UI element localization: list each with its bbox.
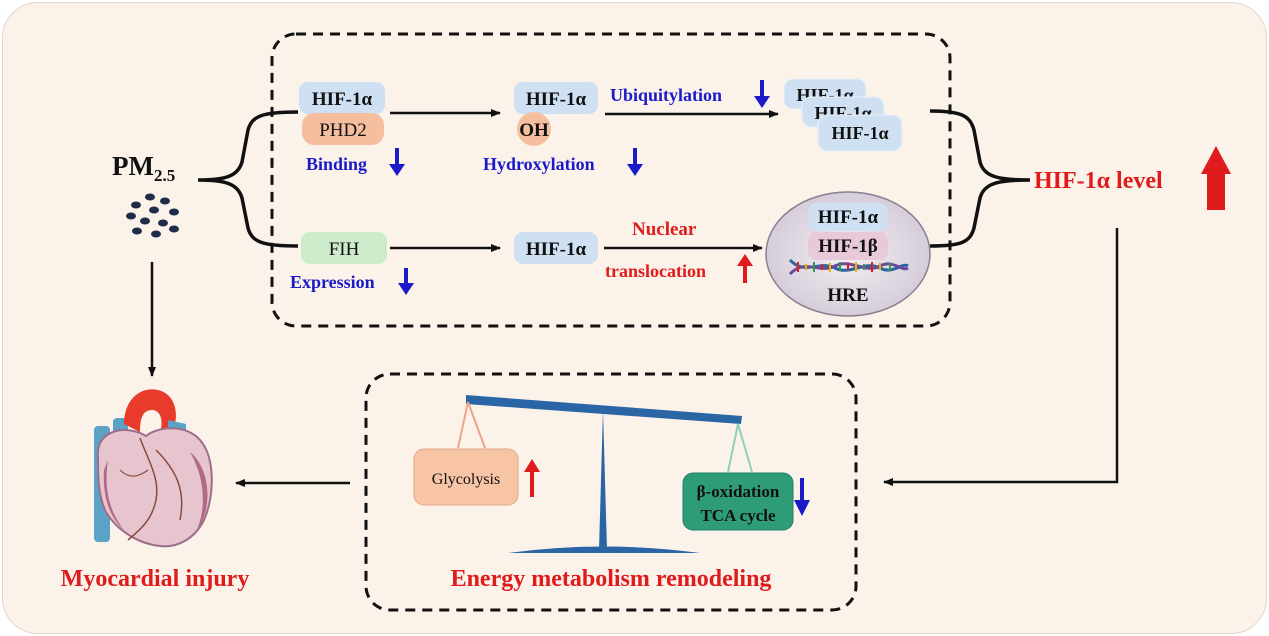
glycolysis-label: Glycolysis [432, 471, 500, 488]
pm25-label: PM2.5 [112, 151, 175, 185]
binding-label: Binding [306, 154, 367, 174]
left-brace [197, 110, 299, 248]
hydroxylation-down-arrow-icon [627, 148, 643, 176]
hif1b-pill-nucleus [808, 232, 888, 260]
heart-icon [94, 389, 213, 548]
oh-label: OH [519, 120, 549, 141]
fih-label: FIH [329, 239, 360, 260]
expression-down-arrow-icon [398, 268, 414, 295]
expression-label: Expression [290, 272, 375, 292]
hif-label-hydroxylated: HIF-1α [526, 89, 587, 110]
nuclear-label: Nuclear [632, 219, 697, 240]
hydroxylation-label: Hydroxylation [483, 154, 595, 174]
top-dashed-box [270, 32, 952, 328]
tca-cycle-label: TCA cycle [700, 506, 776, 525]
balance-scale-icon [457, 395, 753, 553]
glycolysis-box [413, 448, 519, 506]
hif1a-pill-nucleus [808, 203, 888, 231]
hif-pill-row1 [299, 82, 385, 114]
dna-helix-icon [788, 258, 909, 276]
ubiquitylation-down-arrow-icon [754, 80, 770, 108]
right-brace [929, 109, 1031, 248]
oh-circle [517, 112, 551, 146]
ubiquitylation-label: Ubiquitylation [610, 85, 722, 105]
hif-stack: HIF-1α HIF-1α HIF-1α [783, 78, 903, 152]
hif-level-up-arrow-icon [1201, 146, 1231, 210]
particles-icon [126, 193, 179, 238]
binding-down-arrow-icon [389, 148, 405, 176]
beta-oxidation-label: β-oxidation [697, 482, 780, 501]
translocation-label: translocation [605, 261, 706, 281]
hif-level-label: HIF-1α level [1034, 168, 1163, 194]
hre-label: HRE [827, 285, 868, 306]
phd2-box [302, 113, 384, 145]
myocardial-injury-label: Myocardial injury [61, 566, 250, 592]
hif-pill-row2 [514, 232, 598, 264]
translocation-up-arrow-icon [737, 254, 753, 283]
glycolysis-up-arrow-icon [524, 459, 540, 497]
connector-hif-to-metabolism [883, 228, 1119, 486]
bottom-dashed-box [364, 372, 858, 612]
hif-stack-label-3: HIF-1α [831, 123, 888, 143]
hif-pill-hydroxylated [514, 82, 598, 114]
beta-oxidation-box [682, 472, 794, 531]
phd2-label: PHD2 [319, 120, 367, 141]
fih-box [301, 232, 387, 264]
energy-metabolism-title: Energy metabolism remodeling [451, 566, 772, 592]
hif1b-label-nucleus: HIF-1β [818, 236, 878, 257]
beta-oxidation-down-arrow-icon [794, 478, 810, 516]
hif-label-row2: HIF-1α [526, 239, 587, 260]
hif-label-row1: HIF-1α [312, 89, 373, 110]
hif1a-label-nucleus: HIF-1α [818, 207, 879, 228]
